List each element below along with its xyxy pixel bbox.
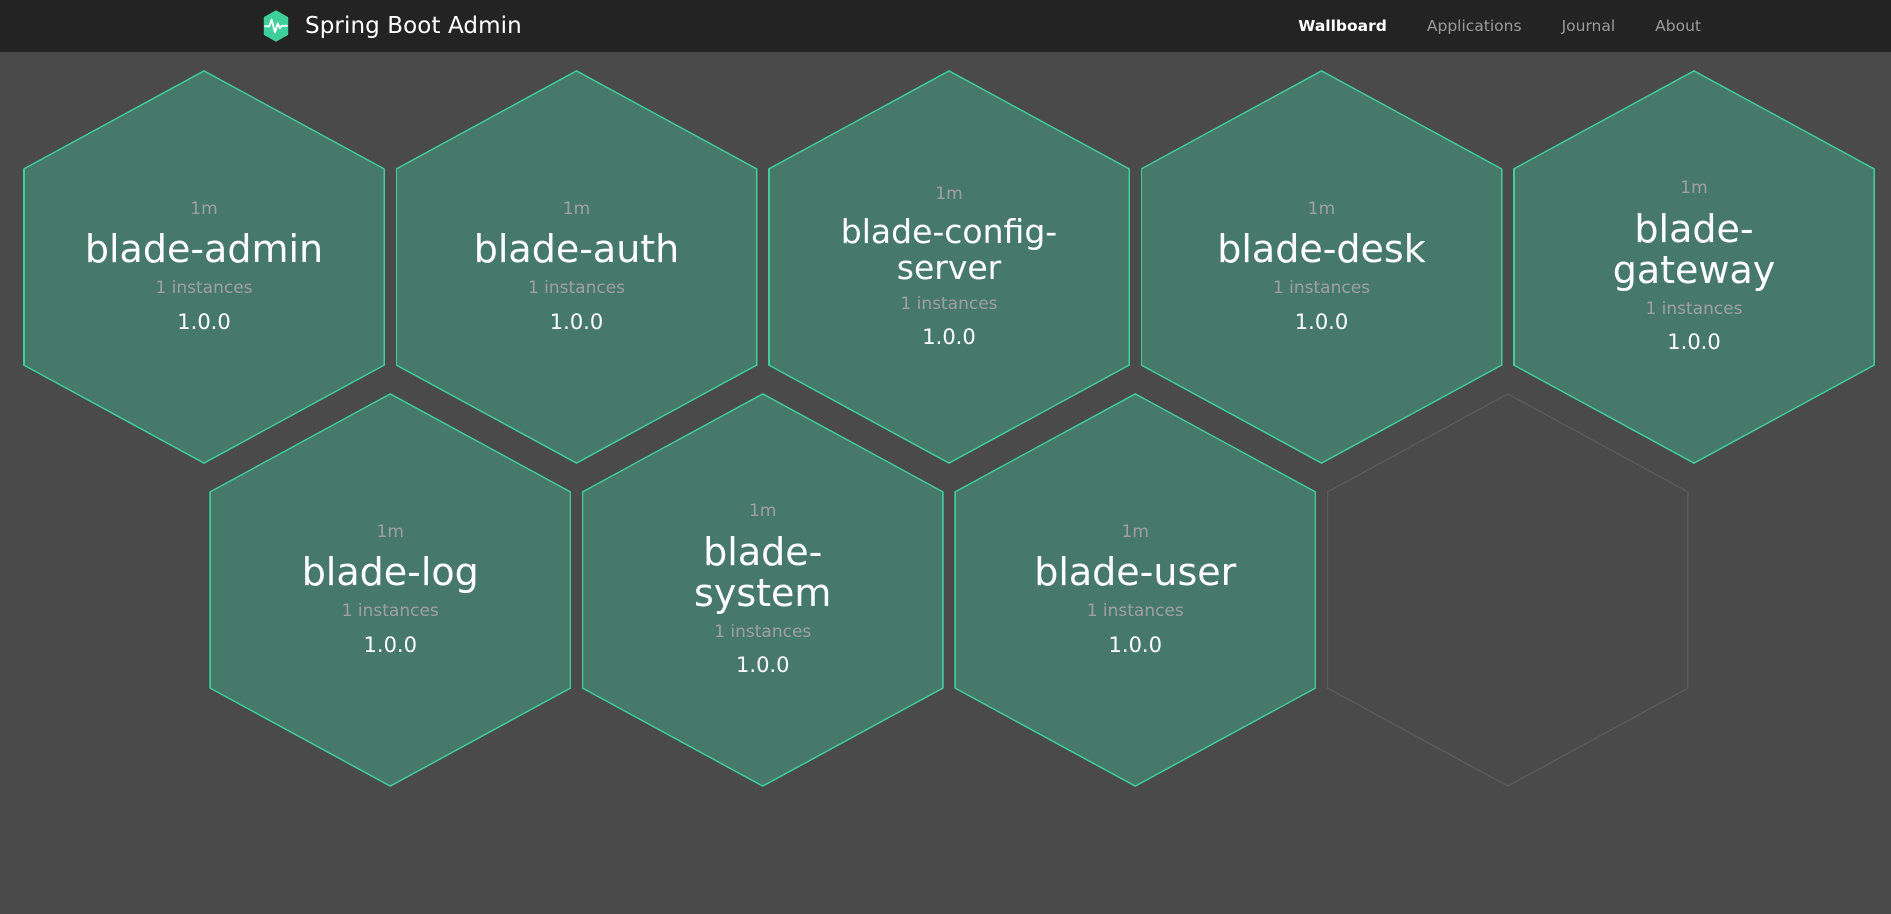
application-hexagon[interactable]: 1m blade-gateway 1 instances 1.0.0 (1513, 70, 1875, 464)
brand-title: Spring Boot Admin (305, 13, 522, 39)
empty-hexagon-placeholder (1327, 393, 1689, 787)
hex-uptime: 1m (562, 199, 591, 219)
hex-instance-count: 1 instances (341, 601, 439, 622)
hex-uptime: 1m (935, 183, 963, 204)
nav-item-wallboard[interactable]: Wallboard (1298, 17, 1387, 35)
hex-version: 1.0.0 (1108, 632, 1162, 657)
main-nav: Wallboard Applications Journal About (1298, 17, 1701, 35)
hex-instance-count: 1 instances (714, 621, 812, 642)
hex-instance-count: 1 instances (1272, 278, 1371, 299)
nav-item-journal[interactable]: Journal (1561, 17, 1616, 35)
hex-instance-count: 1 instances (527, 278, 626, 299)
hex-uptime: 1m (190, 199, 218, 219)
application-hexagon[interactable]: 1m blade-auth 1 instances 1.0.0 (395, 70, 758, 464)
application-hexagon[interactable]: 1m blade-log 1 instances 1.0.0 (209, 393, 572, 787)
nav-item-about[interactable]: About (1655, 17, 1701, 35)
hex-application-name: blade-system (694, 529, 832, 615)
brand-home-link[interactable]: Spring Boot Admin (258, 8, 522, 44)
heartbeat-hexagon-logo-icon (258, 8, 294, 44)
hex-application-name: blade-log (301, 550, 479, 595)
application-hexagon[interactable]: 1m blade-user 1 instances 1.0.0 (954, 393, 1317, 787)
hex-version: 1.0.0 (1294, 309, 1349, 334)
hex-application-name: blade-gateway (1612, 206, 1776, 292)
hex-instance-count: 1 instances (1086, 601, 1184, 622)
hex-uptime: 1m (1307, 199, 1336, 219)
hex-application-name: blade-config-server (840, 212, 1058, 287)
hex-uptime: 1m (376, 522, 404, 542)
hex-application-name: blade-admin (84, 227, 324, 272)
hex-uptime: 1m (749, 501, 777, 522)
hex-instance-count: 1 instances (900, 293, 998, 314)
hex-application-name: blade-user (1034, 550, 1237, 595)
nav-item-applications[interactable]: Applications (1426, 17, 1522, 35)
hex-uptime: 1m (1680, 178, 1708, 199)
hex-application-name: blade-desk (1217, 227, 1426, 272)
hex-version: 1.0.0 (177, 309, 231, 334)
application-hexagon[interactable]: 1m blade-config-server 1 instances 1.0.0 (768, 70, 1130, 464)
hex-instance-count: 1 instances (1645, 298, 1743, 319)
wallboard-grid: 1m blade-admin 1 instances 1.0.0 1m blade-aut… (0, 52, 1891, 914)
hex-uptime: 1m (1121, 522, 1149, 542)
hex-application-name: blade-auth (473, 227, 680, 272)
hex-version: 1.0.0 (363, 632, 417, 657)
hex-instance-count: 1 instances (155, 278, 253, 299)
application-hexagon[interactable]: 1m blade-system 1 instances 1.0.0 (581, 393, 944, 787)
hex-version: 1.0.0 (549, 309, 604, 334)
hex-version: 1.0.0 (922, 324, 976, 349)
application-hexagon[interactable]: 1m blade-admin 1 instances 1.0.0 (23, 70, 385, 464)
hex-version: 1.0.0 (736, 653, 790, 678)
hex-version: 1.0.0 (1667, 330, 1721, 355)
top-navbar: Spring Boot Admin Wallboard Applications… (0, 0, 1891, 52)
application-hexagon[interactable]: 1m blade-desk 1 instances 1.0.0 (1140, 70, 1503, 464)
